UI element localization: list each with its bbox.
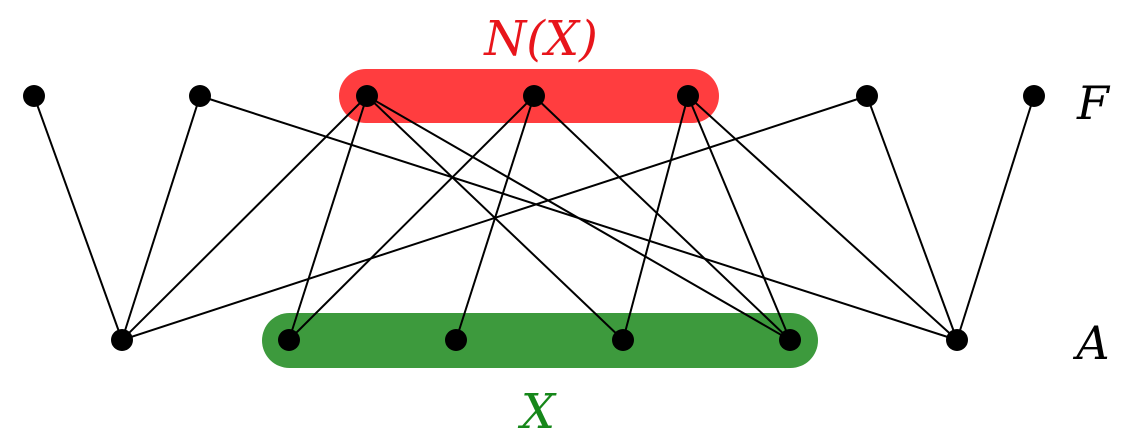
edge-f1-a1 xyxy=(33,95,123,341)
bottom-set-label: A xyxy=(1072,316,1109,370)
vertex-f7 xyxy=(1023,85,1045,107)
subset-label: X xyxy=(517,384,557,440)
vertex-f1 xyxy=(23,85,45,107)
vertex-a2 xyxy=(278,329,300,351)
edge-f4-a5 xyxy=(533,95,791,341)
edge-f3-a5 xyxy=(366,95,791,341)
vertex-a4 xyxy=(612,329,634,351)
edge-f3-a1 xyxy=(121,95,368,341)
edge-f6-a1 xyxy=(121,95,868,341)
edge-f5-a5 xyxy=(687,95,791,341)
vertex-f4 xyxy=(523,85,545,107)
edges-group xyxy=(33,95,1035,341)
vertex-f5 xyxy=(677,85,699,107)
edge-f2-a1 xyxy=(121,95,201,341)
vertex-a6 xyxy=(946,329,968,351)
vertex-f6 xyxy=(856,85,878,107)
edge-f4-a2 xyxy=(288,95,535,341)
vertex-a5 xyxy=(779,329,801,351)
vertices-group xyxy=(23,85,1045,351)
edge-f3-a2 xyxy=(288,95,368,341)
vertex-a3 xyxy=(445,329,467,351)
edge-f6-a6 xyxy=(866,95,958,341)
edge-f7-a6 xyxy=(956,95,1035,341)
edge-f5-a6 xyxy=(687,95,958,341)
vertex-a1 xyxy=(111,329,133,351)
vertex-f3 xyxy=(356,85,378,107)
subset-highlight xyxy=(262,313,818,368)
neighborhood-label: N(X) xyxy=(483,11,598,67)
top-set-label: F xyxy=(1076,76,1111,130)
edge-f5-a4 xyxy=(622,95,689,341)
vertex-f2 xyxy=(189,85,211,107)
